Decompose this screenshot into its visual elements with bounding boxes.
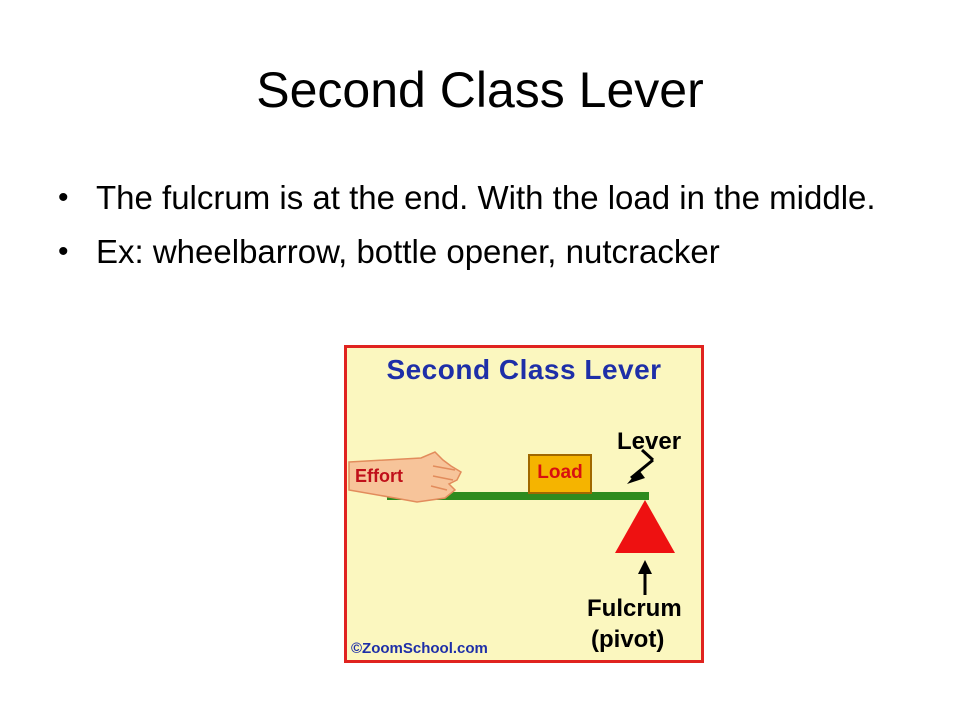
- load-box: Load: [528, 454, 592, 494]
- figure-title: Second Class Lever: [386, 354, 662, 385]
- bullet-list: • The fulcrum is at the end. With the lo…: [58, 176, 918, 284]
- copyright-text: ©ZoomSchool.com: [351, 640, 488, 657]
- arrow-icon: [627, 448, 655, 484]
- bullet-text: Ex: wheelbarrow, bottle opener, nutcrack…: [96, 233, 720, 270]
- fulcrum-label: Fulcrum: [587, 595, 682, 622]
- lever-diagram: Second Class Lever Load Lever Effort Ful…: [344, 345, 704, 663]
- effort-label: Effort: [355, 466, 403, 486]
- bullet-item: • Ex: wheelbarrow, bottle opener, nutcra…: [58, 230, 918, 274]
- arrow-icon: [638, 560, 652, 595]
- slide-title: Second Class Lever: [256, 62, 704, 118]
- lever-bar: [387, 492, 649, 500]
- diagram-graphics: [348, 448, 675, 595]
- lever-label: Lever: [617, 428, 682, 455]
- pivot-label: (pivot): [591, 626, 665, 653]
- bullet-dot-icon: •: [58, 181, 69, 214]
- bullet-text: The fulcrum is at the end. With the load…: [96, 179, 876, 216]
- bullet-item: • The fulcrum is at the end. With the lo…: [58, 176, 918, 220]
- hand-icon: [348, 451, 462, 503]
- fulcrum-triangle: [615, 500, 675, 553]
- bullet-dot-icon: •: [58, 235, 69, 268]
